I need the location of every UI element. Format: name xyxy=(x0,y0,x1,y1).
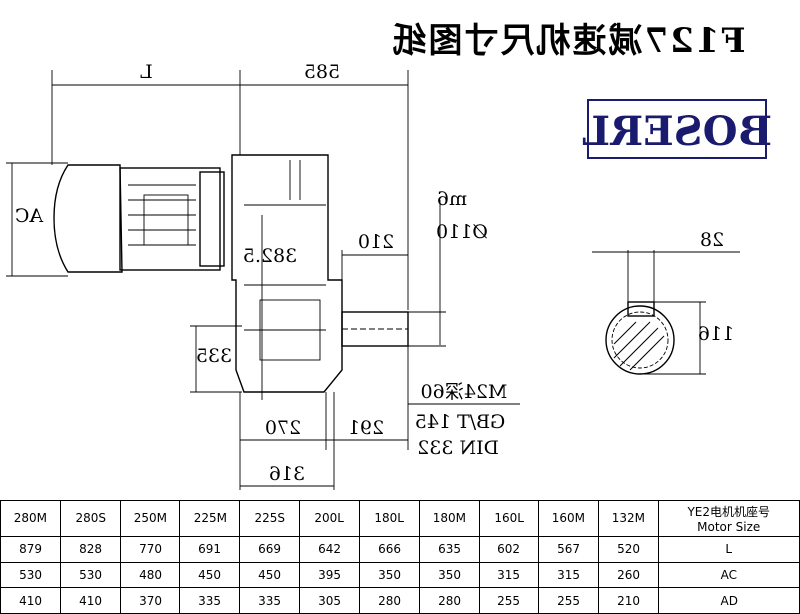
value-cell: 450 xyxy=(180,562,240,588)
top-dimensions: L 585 xyxy=(51,61,409,310)
motor xyxy=(53,164,225,273)
value-cell: 350 xyxy=(419,562,480,588)
dim-AC: AC xyxy=(15,205,44,227)
gearbox-vertical-dims: 382.5 335 xyxy=(190,215,297,400)
size-cell: 225S xyxy=(239,500,300,537)
dim-key-width: 28 xyxy=(700,229,724,251)
thread-note: M24深60 GB/T 145 DIN 332 xyxy=(408,381,520,459)
size-cell: 160M xyxy=(538,500,599,537)
value-cell: 879 xyxy=(0,536,61,563)
table-row-AD: AD 210 255 255 280 280 305 335 335 370 4… xyxy=(0,587,800,614)
value-cell: 480 xyxy=(120,562,180,588)
value-cell: 255 xyxy=(538,587,599,614)
table-row-L: L 520 567 602 635 666 642 669 691 770 82… xyxy=(0,536,800,563)
value-cell: 370 xyxy=(120,587,180,614)
size-cell: 180L xyxy=(359,500,420,537)
dim-382-5: 382.5 xyxy=(243,245,297,267)
size-cell: 250M xyxy=(120,500,180,537)
size-cell: 160L xyxy=(479,500,539,537)
value-cell: 280 xyxy=(359,587,420,614)
drawing-area: F127减速机尺寸图纸 BOSERL L 585 AC xyxy=(6,21,772,490)
dim-shaft-tol: m6 xyxy=(437,188,467,210)
value-cell: 410 xyxy=(60,587,121,614)
value-cell: 255 xyxy=(479,587,539,614)
dim-shaft-dia: Ø110 xyxy=(436,221,488,243)
value-cell: 691 xyxy=(180,536,240,563)
dim-291: 291 xyxy=(348,417,384,439)
value-cell: 828 xyxy=(60,536,121,563)
gearbox xyxy=(231,154,343,393)
value-cell: 666 xyxy=(359,536,420,563)
value-cell: 567 xyxy=(538,536,599,563)
value-cell: 530 xyxy=(0,562,61,588)
value-cell: 335 xyxy=(239,587,300,614)
value-cell: 315 xyxy=(479,562,539,588)
standard-gbt: GB/T 145 xyxy=(415,411,506,433)
value-cell: 395 xyxy=(299,562,360,588)
ac-dimension: AC xyxy=(6,162,68,277)
value-cell: 315 xyxy=(538,562,599,588)
thread-spec: M24深60 xyxy=(421,381,508,403)
value-cell: 305 xyxy=(299,587,360,614)
shaft-dims: 210 Ø110 m6 xyxy=(341,188,488,347)
value-cell: 410 xyxy=(0,587,61,614)
value-cell: 335 xyxy=(180,587,240,614)
value-cell: 602 xyxy=(479,536,539,563)
brand-logo: BOSERL xyxy=(582,99,772,159)
dim-L: L xyxy=(140,61,153,83)
standard-din: DIN 332 xyxy=(417,437,499,459)
value-cell: 530 xyxy=(60,562,121,588)
size-cell: 200L xyxy=(299,500,360,537)
row-label-cell: AC xyxy=(658,562,800,588)
value-cell: 770 xyxy=(120,536,180,563)
dim-270: 270 xyxy=(265,417,301,439)
value-cell: 350 xyxy=(359,562,420,588)
dim-316: 316 xyxy=(269,463,305,485)
output-shaft xyxy=(341,311,409,347)
value-cell: 642 xyxy=(299,536,360,563)
bottom-dimensions: 270 291 316 xyxy=(239,346,409,490)
dim-335: 335 xyxy=(196,345,232,367)
value-cell: 635 xyxy=(419,536,480,563)
value-cell: 280 xyxy=(419,587,480,614)
size-cell: 132M xyxy=(598,500,659,537)
size-cell: 180M xyxy=(419,500,480,537)
size-cell: 280M xyxy=(0,500,61,537)
value-cell: 210 xyxy=(598,587,659,614)
dim-key-height: 116 xyxy=(698,323,734,345)
value-cell: 450 xyxy=(239,562,300,588)
row-label-cell: L xyxy=(658,536,800,563)
table-row-AC: AC 260 315 315 350 350 395 450 450 480 5… xyxy=(0,562,800,588)
size-cell: 280S xyxy=(60,500,121,537)
key-section-view: 28 116 xyxy=(592,229,740,375)
value-cell: 260 xyxy=(598,562,659,588)
row-label-cell: AD xyxy=(658,587,800,614)
value-cell: 520 xyxy=(598,536,659,563)
drawing-title: F127减速机尺寸图纸 xyxy=(390,21,745,61)
brand-text: BOSERL xyxy=(582,108,772,155)
dim-210: 210 xyxy=(358,231,394,253)
size-cell: 225M xyxy=(180,500,240,537)
value-cell: 669 xyxy=(239,536,300,563)
dim-585: 585 xyxy=(304,61,340,83)
